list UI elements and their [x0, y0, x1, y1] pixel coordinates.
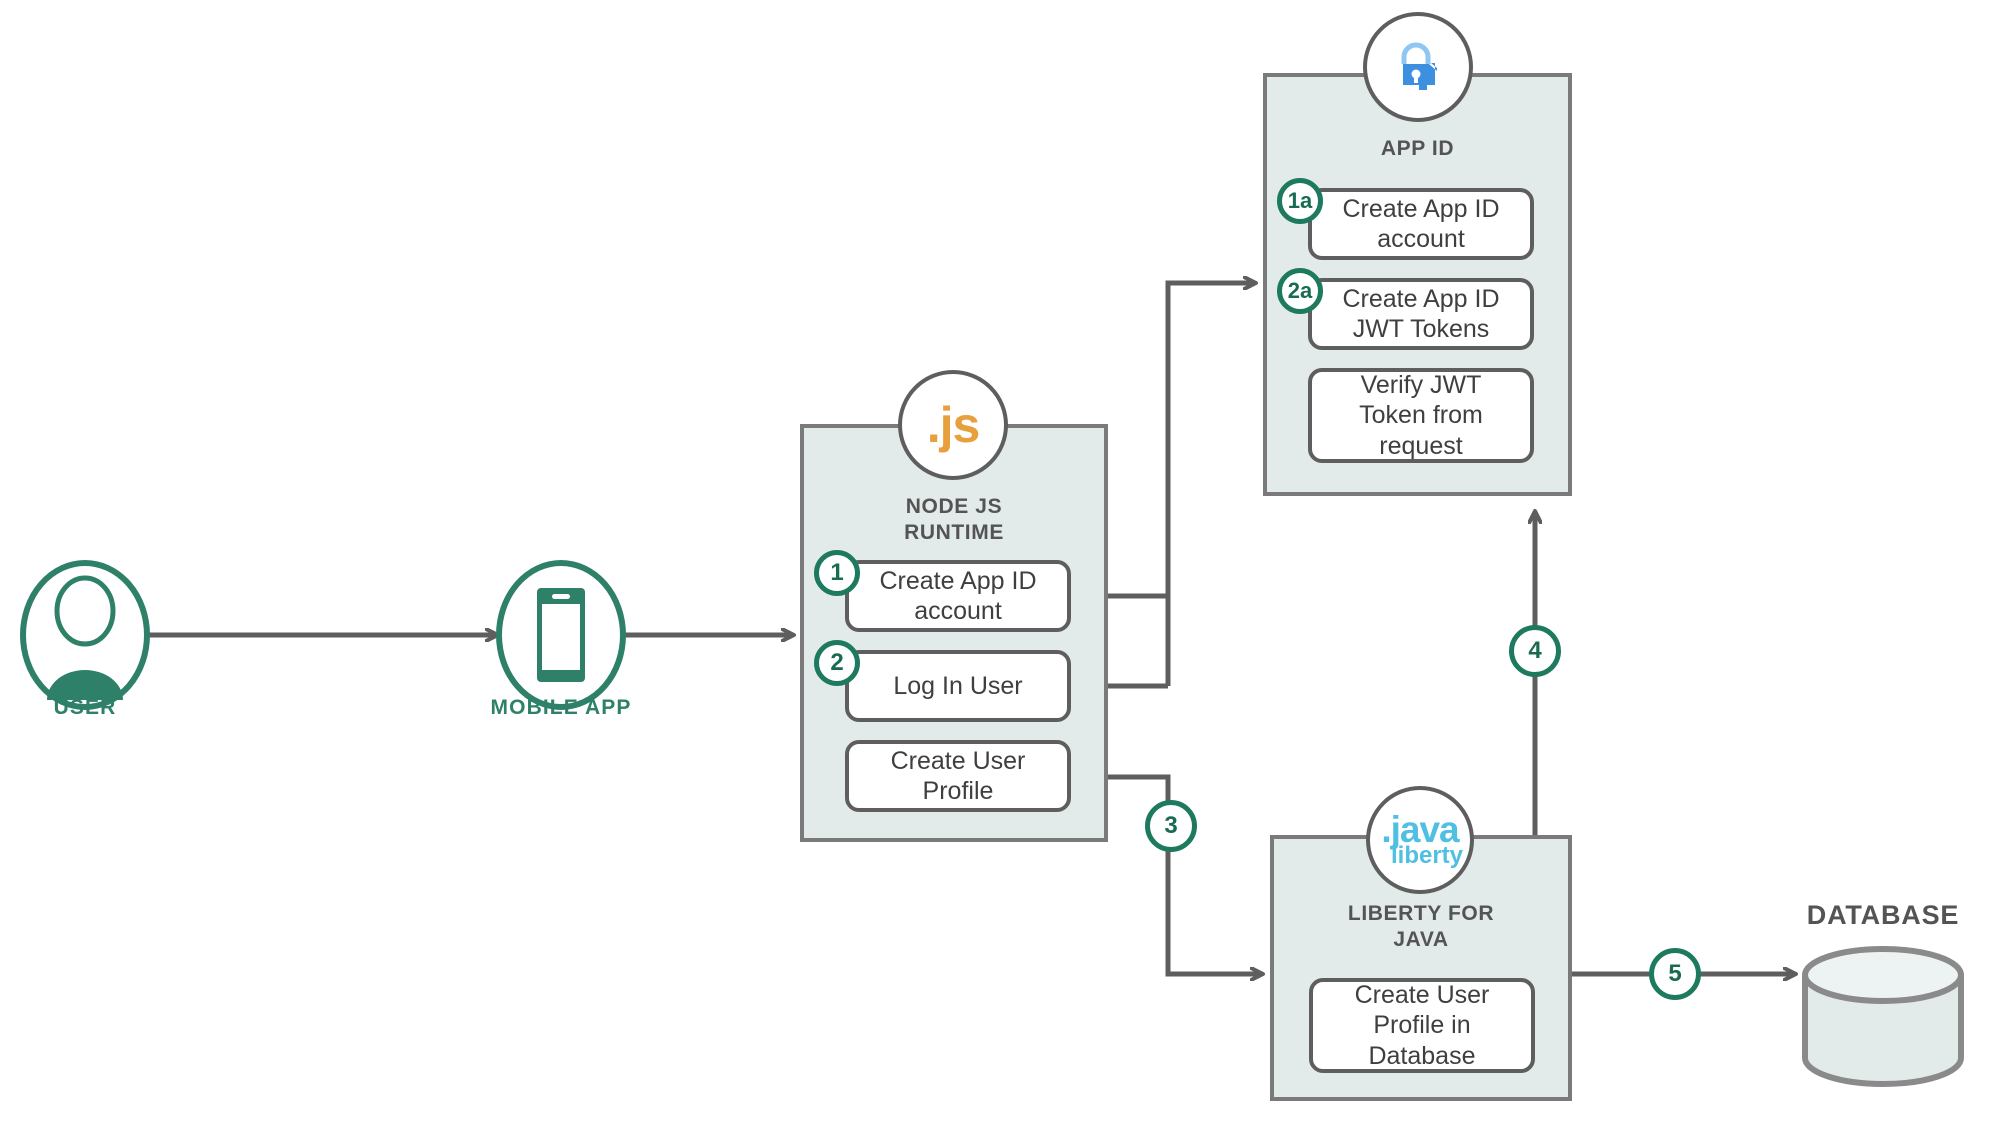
step-badge-2: 2	[814, 640, 860, 686]
step-badge-2a: 2a	[1277, 268, 1323, 314]
mobile-phone-icon	[496, 560, 626, 710]
nodejs-logo-icon: .js	[898, 370, 1008, 480]
appid-card-create-jwt-tokens[interactable]: Create App ID JWT Tokens	[1308, 278, 1534, 350]
lock-head-glyph	[1401, 42, 1437, 90]
user-icon	[20, 560, 150, 710]
java-liberty-logo-text: .java liberty	[1381, 808, 1464, 869]
java-liberty-logo-icon: .java liberty	[1366, 786, 1474, 894]
nodejs-card-create-user-profile[interactable]: Create User Profile	[845, 740, 1071, 812]
nodejs-card-create-appid-account[interactable]: Create App ID account	[845, 560, 1071, 632]
step-badge-4: 4	[1509, 625, 1561, 677]
user-label: USER	[53, 696, 117, 719]
nodejs-logo-text: .js	[926, 397, 981, 453]
mobile-app-label: MOBILE APP	[490, 696, 632, 719]
nodejs-card-log-in-user[interactable]: Log In User	[845, 650, 1071, 722]
appid-card-create-appid-account[interactable]: Create App ID account	[1308, 188, 1534, 260]
database-label: DATABASE	[1806, 900, 1960, 930]
step-badge-1a: 1a	[1277, 178, 1323, 224]
appid-lock-icon	[1363, 12, 1473, 122]
database-cylinder-icon	[1802, 946, 1964, 1087]
step-badge-3: 3	[1145, 800, 1197, 852]
step-badge-1: 1	[814, 550, 860, 596]
appid-card-verify-jwt-token[interactable]: Verify JWT Token from request	[1308, 368, 1534, 463]
connector-nodejs-card3-to-liberty	[1071, 774, 1262, 974]
connector-nodejs-merge-to-appid	[1165, 283, 1255, 686]
step-badge-5: 5	[1649, 948, 1701, 1000]
liberty-card-create-user-profile-db[interactable]: Create User Profile in Database	[1309, 978, 1535, 1073]
